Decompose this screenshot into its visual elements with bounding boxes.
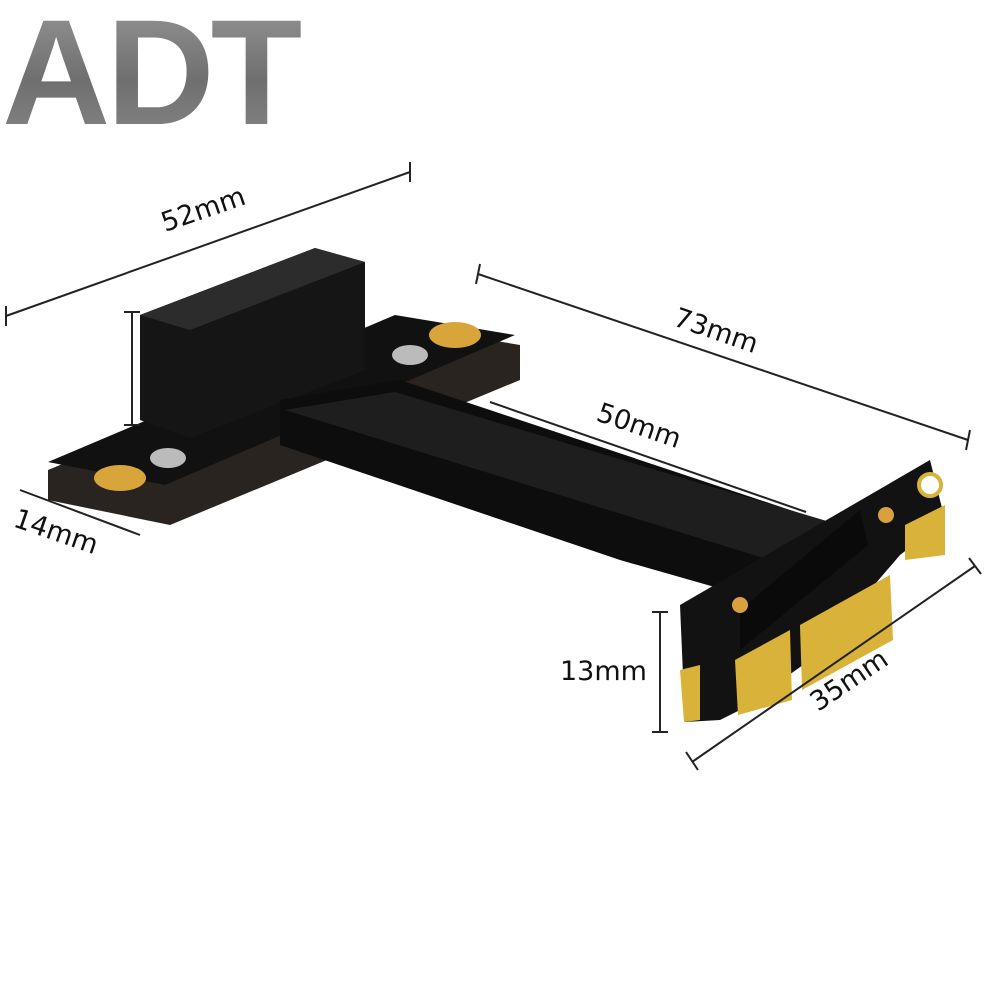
dim-label-13mm: 13mm bbox=[560, 656, 647, 687]
dimension-lines bbox=[5, 162, 982, 771]
mounting-hole bbox=[94, 465, 146, 491]
gold-fingers bbox=[800, 575, 893, 690]
dim-label-14mm: 14mm bbox=[10, 503, 102, 561]
brand-logo: ADT bbox=[2, 0, 302, 156]
ribbon-cable bbox=[280, 380, 850, 600]
dim-label-73mm: 73mm bbox=[670, 302, 762, 360]
riser-board-male bbox=[680, 460, 945, 722]
dim-label-50mm: 50mm bbox=[593, 397, 685, 455]
dim-label-52mm: 52mm bbox=[157, 181, 249, 239]
